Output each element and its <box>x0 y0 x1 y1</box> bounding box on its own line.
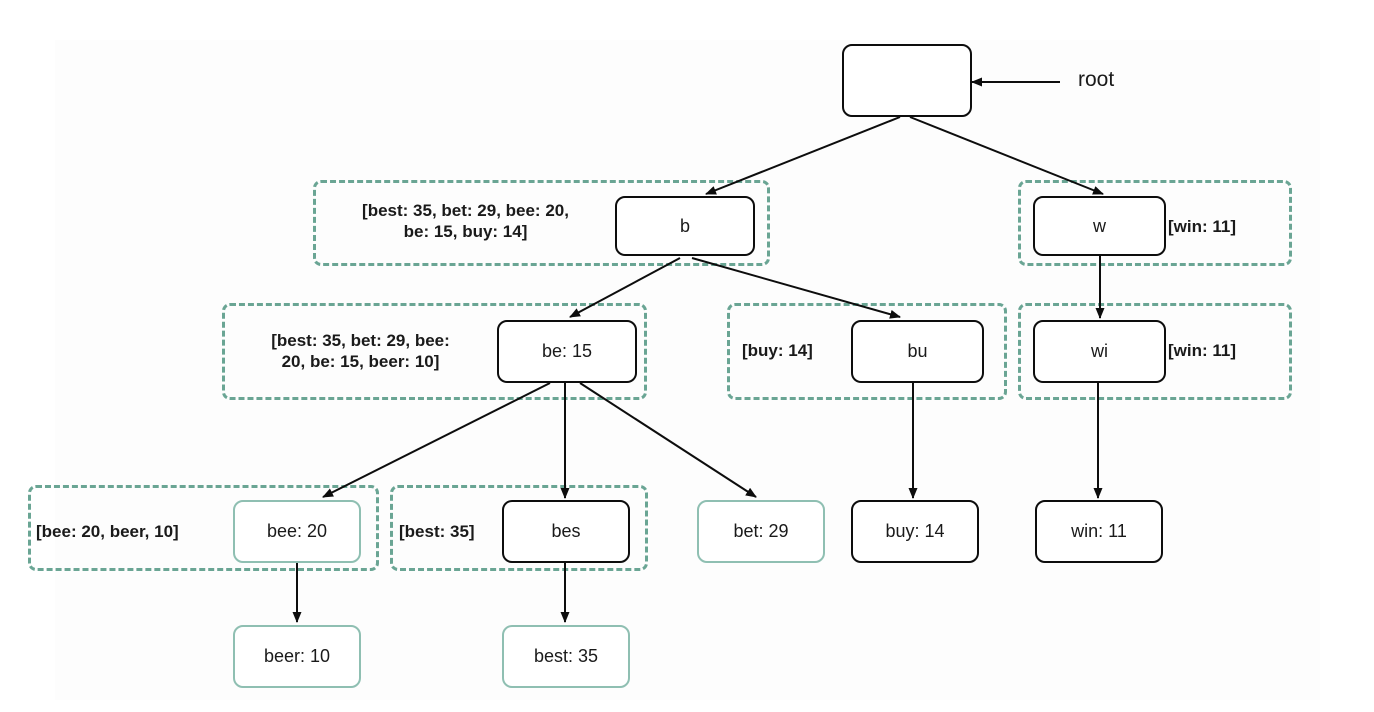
node-bee-label: bee: 20 <box>266 521 328 541</box>
node-w-label: w <box>1093 215 1106 236</box>
node-bet[interactable]: bet: 29 <box>697 500 825 563</box>
annotation-label-b: [best: 35, bet: 29, bee: 20, be: 15, buy… <box>362 201 569 242</box>
node-beer-label: beer: 10 <box>263 646 331 666</box>
annotation-group-w <box>1018 180 1292 266</box>
annotation-group-bee <box>28 485 379 571</box>
annotation-group-wi <box>1018 303 1292 400</box>
node-bes[interactable]: bes <box>502 500 630 563</box>
root-pointer-label: root <box>1078 68 1115 91</box>
node-bet-label: bet: 29 <box>733 521 789 541</box>
node-bu[interactable]: bu <box>851 320 984 383</box>
annotation-label-bu: [buy: 14] <box>742 341 813 360</box>
node-beer[interactable]: beer: 10 <box>233 625 361 688</box>
annotation-label-bee: [bee: 20, beer, 10] <box>36 522 179 541</box>
node-buy[interactable]: buy: 14 <box>851 500 979 563</box>
node-bee[interactable]: bee: 20 <box>233 500 361 563</box>
node-win-label: win: 11 <box>1071 521 1127 541</box>
node-buy-label: buy: 14 <box>885 521 945 541</box>
node-best[interactable]: best: 35 <box>502 625 630 688</box>
node-be[interactable]: be: 15 <box>497 320 637 383</box>
annotation-label-be: [best: 35, bet: 29, bee: 20, be: 15, bee… <box>271 331 450 372</box>
node-w[interactable]: w <box>1033 196 1166 256</box>
node-bu-label: bu <box>907 341 928 361</box>
node-b-label: b <box>679 215 690 236</box>
annotation-label-bes: [best: 35] <box>399 522 475 541</box>
node-win[interactable]: win: 11 <box>1035 500 1163 563</box>
node-wi-label: wi <box>1091 341 1108 361</box>
annotation-group-b <box>313 180 770 266</box>
node-best-label: best: 35 <box>533 646 599 666</box>
node-root[interactable] <box>842 44 972 117</box>
node-wi[interactable]: wi <box>1033 320 1166 383</box>
node-bes-label: bes <box>551 521 581 541</box>
annotation-label-w: [win: 11] <box>1168 217 1237 236</box>
node-b[interactable]: b <box>615 196 755 256</box>
node-be-label: be: 15 <box>541 341 593 361</box>
annotation-label-wi: [win: 11] <box>1168 341 1237 360</box>
